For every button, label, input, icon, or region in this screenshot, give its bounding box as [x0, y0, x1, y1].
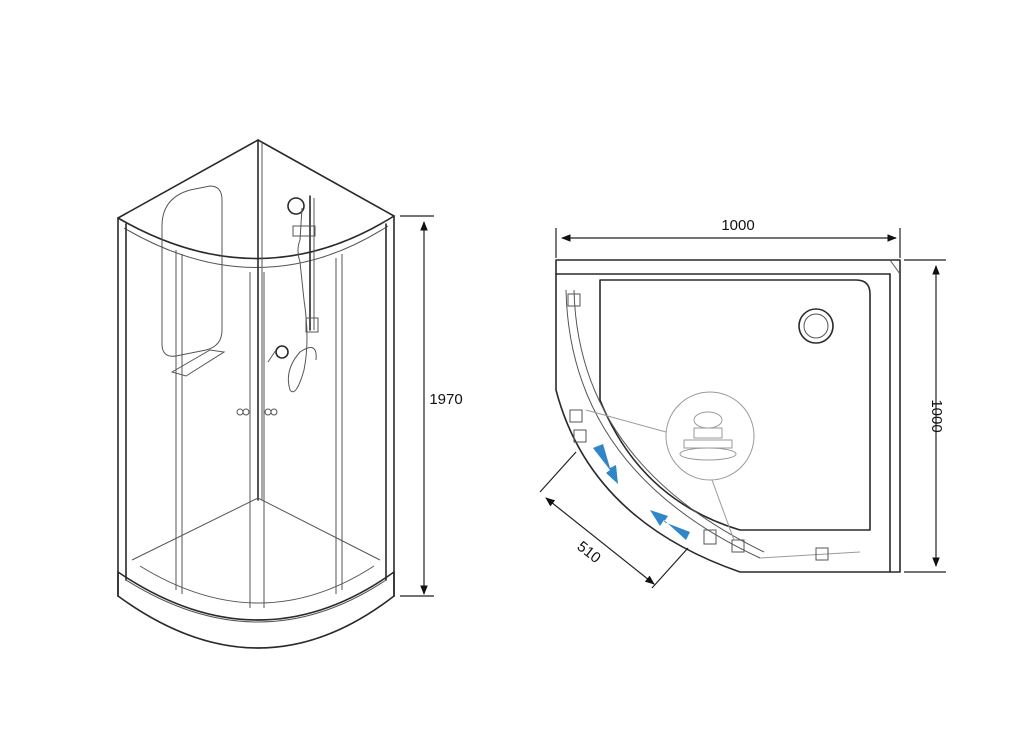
- door-radius-label: 510: [574, 538, 604, 567]
- door-slide-arrow-left: [593, 444, 618, 484]
- roller-detail-icon: [679, 411, 737, 461]
- width-dimension: 1000: [555, 217, 901, 258]
- shower-tray-plan-view: [555, 259, 901, 573]
- height-label: 1970: [429, 391, 462, 408]
- width-label: 1000: [721, 217, 754, 234]
- door-slide-arrow-right: [650, 510, 690, 540]
- height-dimension: 1970: [400, 215, 463, 597]
- shower-cabin-3d-view: [117, 139, 395, 649]
- depth-dimension: 1000: [904, 259, 946, 573]
- depth-label: 1000: [928, 399, 945, 432]
